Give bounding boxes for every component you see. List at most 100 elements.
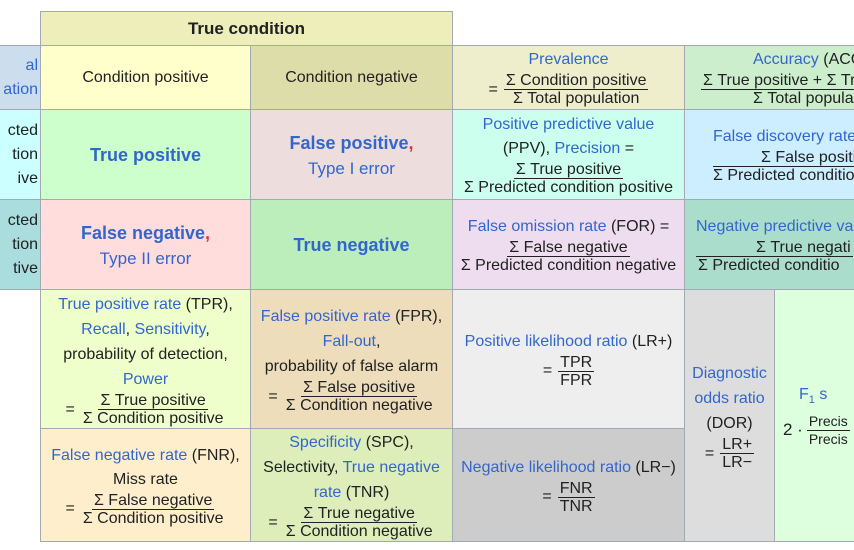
predicted-positive-line-2: tion	[12, 145, 38, 163]
fnr-abbr: (FNR),	[187, 446, 240, 464]
dor-denominator: LR−	[722, 453, 753, 471]
true-condition-header: True condition	[40, 11, 453, 46]
sensitivity-link[interactable]: Sensitivity	[134, 320, 206, 338]
predicted-positive-line-1: cted	[7, 121, 38, 139]
for-cell: False omission rate (FOR) = Σ False nega…	[452, 199, 685, 290]
npv-denominator: Σ Predicted conditio	[698, 257, 840, 274]
prevalence-link[interactable]: Prevalence	[528, 51, 609, 68]
fdr-fraction: Σ False positi Σ Predicted conditio	[713, 149, 854, 184]
tpr-link[interactable]: True positive rate	[58, 295, 182, 313]
f1-subscript: 1	[808, 394, 815, 407]
for-link[interactable]: False omission rate	[467, 218, 607, 235]
equals-sign: =	[542, 488, 552, 505]
type-one-error-link[interactable]: Type I error	[308, 158, 395, 178]
f1-title-tail: s	[814, 386, 828, 404]
lr-negative-title-row: Negative likelihood ratio (LR−)	[461, 456, 676, 480]
tpr-cell: True positive rate (TPR), Recall, Sensit…	[40, 289, 251, 429]
fnr-link[interactable]: False negative rate	[51, 446, 188, 464]
ppv-abbr: (PPV),	[502, 140, 555, 157]
specificity-link[interactable]: Specificity	[289, 434, 362, 451]
lr-negative-link[interactable]: Negative likelihood ratio	[461, 458, 631, 476]
lr-positive-link[interactable]: Positive likelihood ratio	[464, 332, 628, 350]
fdr-link[interactable]: False discovery rate	[713, 128, 854, 145]
tpr-abbr: (TPR),	[181, 295, 233, 313]
fdr-numerator: Σ False positi	[713, 149, 854, 167]
type-two-error-link[interactable]: Type II error	[99, 248, 192, 268]
lr-positive-denominator: FPR	[560, 371, 593, 389]
fpr-fraction: Σ False positive Σ Condition negative	[284, 379, 435, 414]
fnr-denominator: Σ Condition positive	[82, 509, 224, 527]
miss-rate-label: Miss rate	[113, 470, 178, 488]
true-negative-cell: True negative	[250, 199, 453, 290]
lr-negative-denominator: TNR	[559, 497, 593, 515]
total-population-link-1[interactable]: al	[25, 56, 38, 74]
specificity-cell: Specificity (SPC), Selectivity, True neg…	[250, 428, 453, 542]
specificity-formula: = Σ True negative Σ Condition negative	[268, 505, 434, 540]
fpr-probability: probability of false alarm	[264, 358, 439, 375]
dor-abbr: (DOR)	[706, 414, 753, 432]
tpr-numerator: Σ True positive	[98, 391, 208, 410]
for-title-row: False omission rate (FOR) =	[468, 215, 669, 239]
fallout-link[interactable]: Fall-out	[322, 333, 376, 350]
total-population-link-2[interactable]: ation	[3, 80, 38, 98]
accuracy-link[interactable]: Accuracy	[753, 51, 819, 68]
true-positive-link[interactable]: True positive	[89, 144, 202, 165]
lr-negative-fraction: FNR TNR	[557, 480, 595, 515]
accuracy-numerator: Σ True positive + Σ Tr	[701, 72, 854, 90]
tpr-probability: probability of detection,	[63, 345, 228, 363]
predicted-positive-cell: cted tion ive	[0, 109, 41, 200]
fnr-cell: False negative rate (FNR), Miss rate = Σ…	[40, 428, 251, 542]
tnr-row: rate (TNR)	[314, 480, 390, 505]
fpr-numerator: Σ False positive	[301, 379, 418, 397]
prevalence-formula: = Σ Condition positive Σ Total populatio…	[489, 72, 649, 107]
condition-negative-header: Condition negative	[250, 45, 453, 110]
accuracy-denominator: Σ Total popula	[753, 90, 854, 107]
equals-sign: =	[542, 362, 553, 379]
lr-positive-title-row: Positive likelihood ratio (LR+)	[465, 330, 673, 354]
power-link[interactable]: Power	[122, 370, 169, 388]
npv-link[interactable]: Negative predictive va	[696, 218, 854, 235]
ppv-equals: =	[620, 140, 635, 157]
equals-sign: =	[268, 514, 278, 531]
dor-link-2[interactable]: odds ratio	[694, 389, 765, 407]
fpr-formula: = Σ False positive Σ Condition negative	[268, 379, 434, 414]
prevalence-fraction: Σ Condition positive Σ Total population	[503, 72, 649, 107]
ppv-link[interactable]: Positive predictive value	[482, 116, 655, 133]
npv-numerator: Σ True negati	[696, 239, 853, 257]
ppv-cell: Positive predictive value (PPV), Precisi…	[452, 109, 685, 200]
dor-link-1[interactable]: Diagnostic	[692, 364, 767, 382]
condition-positive-header: Condition positive	[40, 45, 251, 110]
ppv-numerator: Σ True positive	[513, 161, 624, 179]
fpr-link[interactable]: False positive rate	[260, 308, 391, 325]
tnr-link[interactable]: True negative	[342, 459, 440, 476]
false-negative-title-row: False negative,	[81, 219, 210, 247]
false-positive-comma: ,	[408, 132, 414, 153]
recall-link[interactable]: Recall	[81, 320, 126, 338]
tnr-rate-link[interactable]: rate	[313, 484, 342, 501]
f1-link[interactable]: F1 s	[799, 386, 828, 406]
accuracy-fraction: Σ True positive + Σ Tr Σ Total popula	[701, 72, 854, 107]
dor-fraction: LR+ LR−	[720, 436, 755, 471]
ppv-abbr-row: (PPV), Precision =	[503, 137, 634, 161]
lr-negative-formula: = FNR TNR	[542, 480, 595, 515]
fnr-numerator: Σ False negative	[91, 491, 215, 510]
ppv-denominator: Σ Predicted condition positive	[463, 179, 674, 196]
prevalence-denominator: Σ Total population	[512, 90, 640, 107]
true-condition-label: True condition	[187, 18, 306, 38]
tpr-fraction: Σ True positive Σ Condition positive	[81, 392, 226, 427]
prevalence-cell: Prevalence = Σ Condition positive Σ Tota…	[452, 45, 685, 110]
true-negative-link[interactable]: True negative	[293, 234, 410, 255]
precision-link[interactable]: Precision	[554, 140, 621, 157]
tpr-comma-1: ,	[125, 320, 135, 338]
f1-letter: F	[799, 386, 809, 404]
predicted-negative-line-2: tion	[12, 235, 38, 253]
specificity-abbr: (SPC),	[361, 434, 414, 451]
fpr-title-row: False positive rate (FPR),	[261, 304, 442, 329]
accuracy-title-row: Accuracy (ACC	[701, 48, 854, 72]
false-negative-link[interactable]: False negative	[80, 222, 206, 243]
fdr-denominator: Σ Predicted conditio	[713, 167, 854, 184]
false-positive-link[interactable]: False positive	[289, 132, 409, 153]
equals-sign: =	[488, 80, 498, 98]
tpr-title-row: True positive rate (TPR),	[58, 292, 233, 317]
f1-title-row: F1 s	[783, 383, 827, 412]
